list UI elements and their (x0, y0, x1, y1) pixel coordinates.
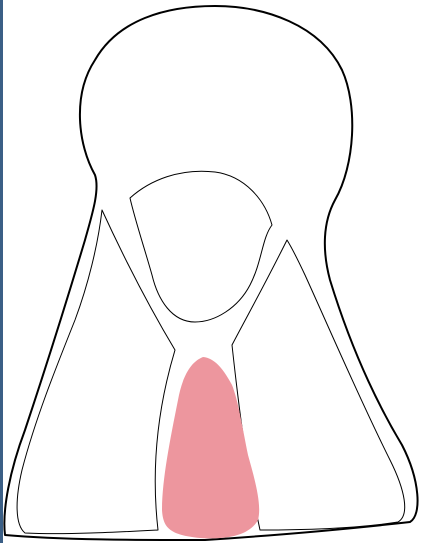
anatomical-outline-diagram (0, 0, 423, 543)
diagram-canvas (0, 0, 423, 543)
